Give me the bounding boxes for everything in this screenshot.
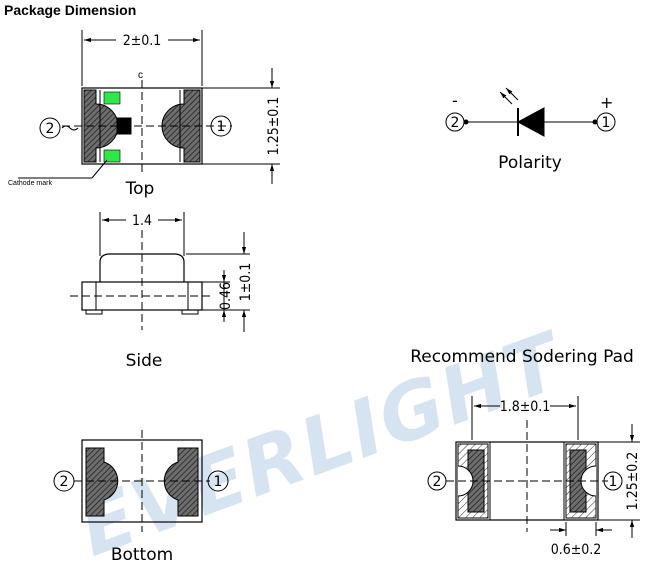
polarity-plus: + bbox=[600, 93, 613, 112]
side-width-dim: 1.4 bbox=[132, 213, 152, 229]
top-caption: Top bbox=[125, 179, 155, 199]
top-pin-right: 1 bbox=[217, 119, 226, 135]
bottom-caption: Bottom bbox=[111, 545, 173, 565]
top-center-mark: c bbox=[138, 70, 143, 81]
bottom-view bbox=[53, 430, 229, 532]
top-pin-left: 2 bbox=[46, 121, 55, 137]
top-width-dim: 2±0.1 bbox=[123, 33, 162, 49]
solder-pin-left: 2 bbox=[433, 474, 442, 490]
page-heading: Package Dimension bbox=[4, 2, 137, 18]
polarity-pin-left: 2 bbox=[451, 115, 460, 131]
solder-pad-dim: 0.6±0.2 bbox=[551, 542, 602, 558]
cathode-mark-bottom bbox=[103, 149, 121, 163]
bottom-pin-right: 1 bbox=[214, 474, 223, 490]
polarity-caption: Polarity bbox=[498, 153, 562, 173]
polarity-symbol bbox=[445, 87, 616, 137]
solder-pin-right: 1 bbox=[609, 474, 618, 490]
solder-height-dim: 1.25±0.2 bbox=[625, 452, 641, 511]
side-thickness-dim: 0.46 bbox=[218, 282, 234, 310]
side-caption: Side bbox=[126, 351, 163, 371]
top-view bbox=[18, 30, 280, 184]
side-height-dim: 1±0.1 bbox=[238, 263, 254, 302]
solder-width-dim: 1.8±0.1 bbox=[500, 399, 551, 415]
top-height-dim: 1.25±0.1 bbox=[266, 97, 282, 156]
side-view bbox=[70, 212, 250, 332]
polarity-minus: - bbox=[452, 91, 458, 110]
bottom-pin-left: 2 bbox=[60, 474, 69, 490]
polarity-pin-right: 1 bbox=[602, 115, 611, 131]
cathode-mark-top bbox=[103, 91, 121, 105]
solder-pad-drawing bbox=[427, 396, 640, 538]
cathode-mark-label: Cathode mark bbox=[8, 180, 52, 187]
solder-pad-title: Recommend Sodering Pad bbox=[410, 347, 634, 367]
